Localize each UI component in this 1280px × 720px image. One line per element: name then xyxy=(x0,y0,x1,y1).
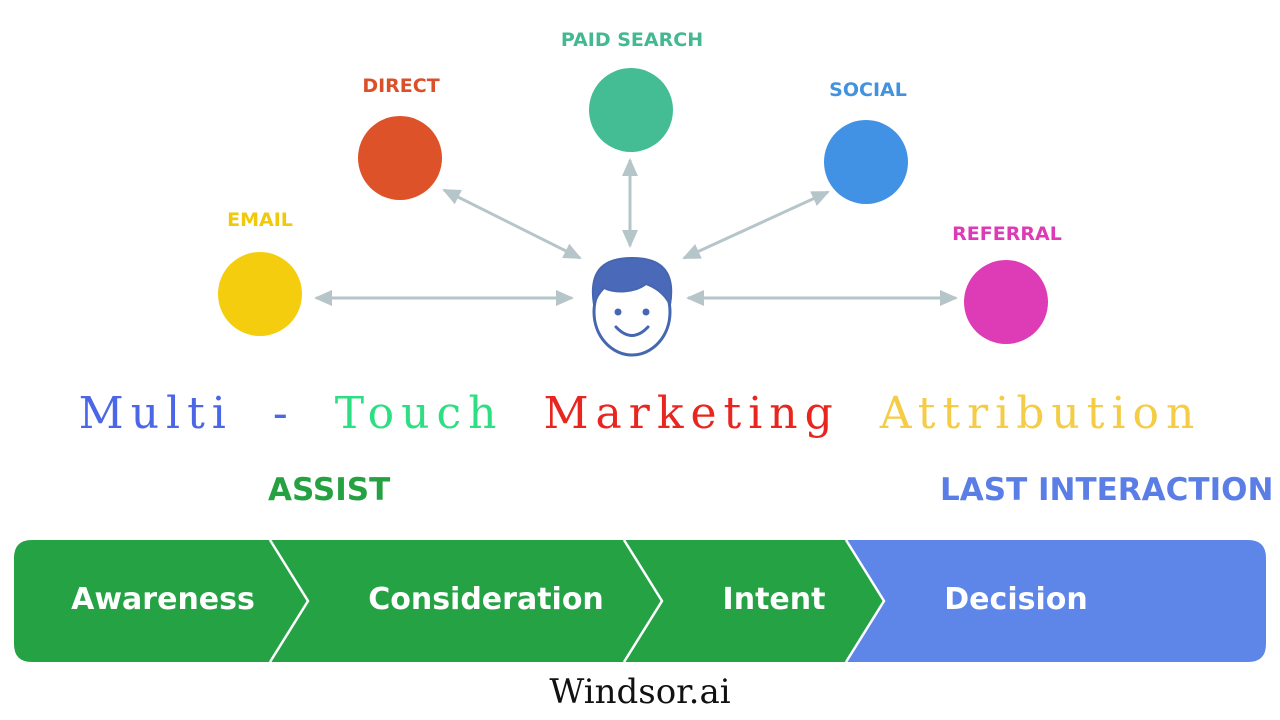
paid-search-circle xyxy=(589,68,673,152)
step-consideration: Consideration xyxy=(368,582,604,617)
email-label: EMAIL xyxy=(227,209,293,231)
paid-search-label: PAID SEARCH xyxy=(560,29,704,51)
headline-dash: - xyxy=(272,388,295,439)
face-left-eye xyxy=(614,308,622,316)
headline-touch: Touch xyxy=(334,388,504,439)
face-right-eye xyxy=(642,308,650,316)
face-hair xyxy=(591,256,673,309)
headline-marketing: Marketing xyxy=(543,388,840,439)
email-circle xyxy=(218,252,302,336)
referral-circle xyxy=(964,260,1048,344)
headline: Multi-Touch Marketing Attribution xyxy=(0,388,1280,439)
green-segments xyxy=(14,540,884,662)
direct-circle xyxy=(358,116,442,200)
step-intent: Intent xyxy=(722,582,826,617)
step-decision: Decision xyxy=(944,582,1088,617)
face-smile xyxy=(614,325,650,337)
decision-segment xyxy=(846,540,1266,662)
social-circle xyxy=(824,120,908,204)
social-label: SOCIAL xyxy=(829,79,907,101)
headline-attribution: Attribution xyxy=(879,388,1202,439)
referral-label: REFERRAL xyxy=(952,223,1062,245)
channel-diagram xyxy=(218,68,1048,357)
direct-label: DIRECT xyxy=(362,75,440,97)
chevron-divider-1 xyxy=(268,539,310,663)
step-awareness: Awareness xyxy=(71,582,255,617)
arrow-direct xyxy=(442,188,582,260)
person-icon xyxy=(591,256,673,357)
credit: Windsor.ai xyxy=(549,672,731,712)
headline-multi: Multi xyxy=(78,388,233,439)
arrow-social xyxy=(682,190,830,260)
chevron-divider-3 xyxy=(844,539,886,663)
last-interaction-label: LAST INTERACTION xyxy=(940,472,1274,508)
assist-label: ASSIST xyxy=(268,472,391,508)
chevron-divider-2 xyxy=(622,539,664,663)
